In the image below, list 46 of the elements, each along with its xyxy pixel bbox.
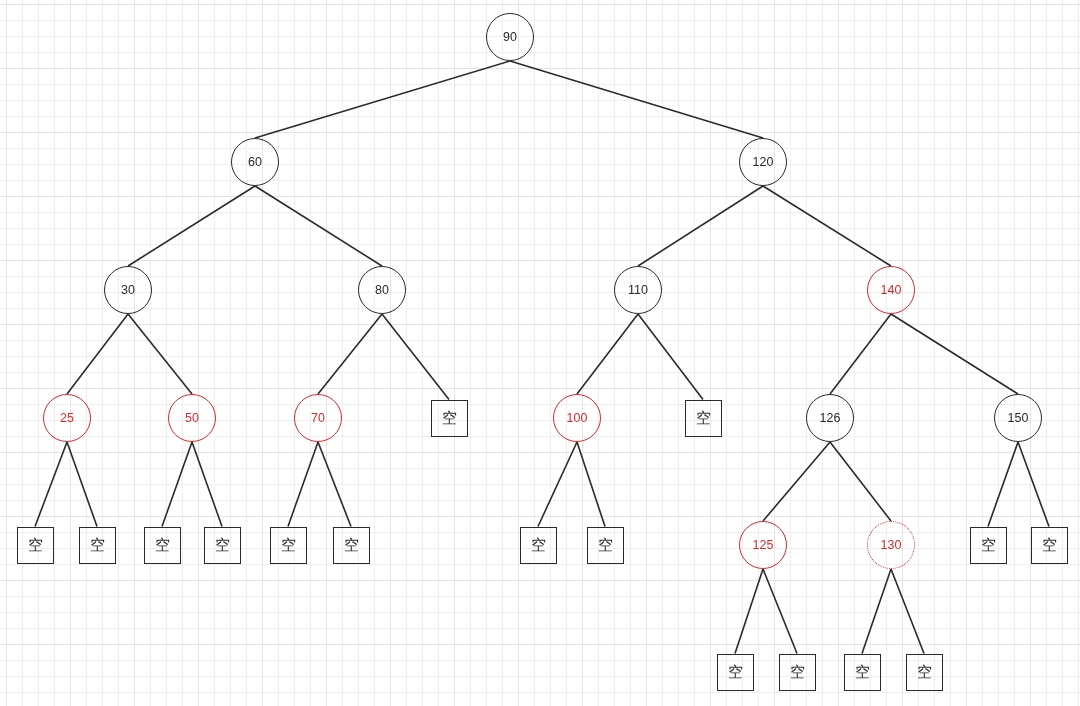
leaf-box: 空 (16, 526, 54, 564)
connector-line (1017, 441, 1050, 528)
leaf-box: 空 (203, 526, 241, 564)
leaf-box: 空 (586, 526, 624, 564)
leaf-box: 空 (778, 653, 816, 691)
leaf-box: 空 (716, 653, 754, 691)
connector-line (161, 441, 193, 528)
connector-line (317, 313, 383, 395)
connector-line (829, 313, 892, 395)
connector-line (537, 441, 578, 528)
connector-line (66, 313, 129, 395)
connector-line (762, 185, 892, 267)
leaf-box: 空 (78, 526, 116, 564)
connector-line (890, 568, 925, 655)
connector-line (890, 313, 1019, 395)
leaf-box: 空 (430, 399, 468, 437)
leaf-box: 空 (143, 526, 181, 564)
leaf-box: 空 (905, 653, 943, 691)
connector-line (287, 441, 319, 528)
connector-line (34, 441, 68, 528)
connector-line (762, 441, 831, 522)
leaf-box: 空 (684, 399, 722, 437)
leaf-box: 空 (269, 526, 307, 564)
connector-line (254, 60, 511, 139)
leaf-box: 空 (332, 526, 370, 564)
leaf-box: 空 (519, 526, 557, 564)
connector-line (637, 313, 704, 401)
connector-line (127, 313, 193, 395)
connector-line (66, 441, 98, 528)
connector-line (127, 185, 256, 267)
connector-line (576, 441, 606, 528)
connector-line (317, 441, 352, 528)
connector-line (509, 60, 764, 139)
connector-line (254, 185, 383, 267)
connector-line (734, 568, 764, 655)
connector-line (637, 185, 764, 267)
leaf-box: 空 (843, 653, 881, 691)
leaf-box: 空 (1030, 526, 1068, 564)
connector-line (381, 313, 450, 401)
connector-line (191, 441, 223, 528)
leaf-box: 空 (969, 526, 1007, 564)
connector-line (762, 568, 798, 655)
connector-line (861, 568, 892, 655)
connector-line (576, 313, 639, 395)
connector-line (829, 441, 892, 522)
connector-line (987, 441, 1019, 528)
